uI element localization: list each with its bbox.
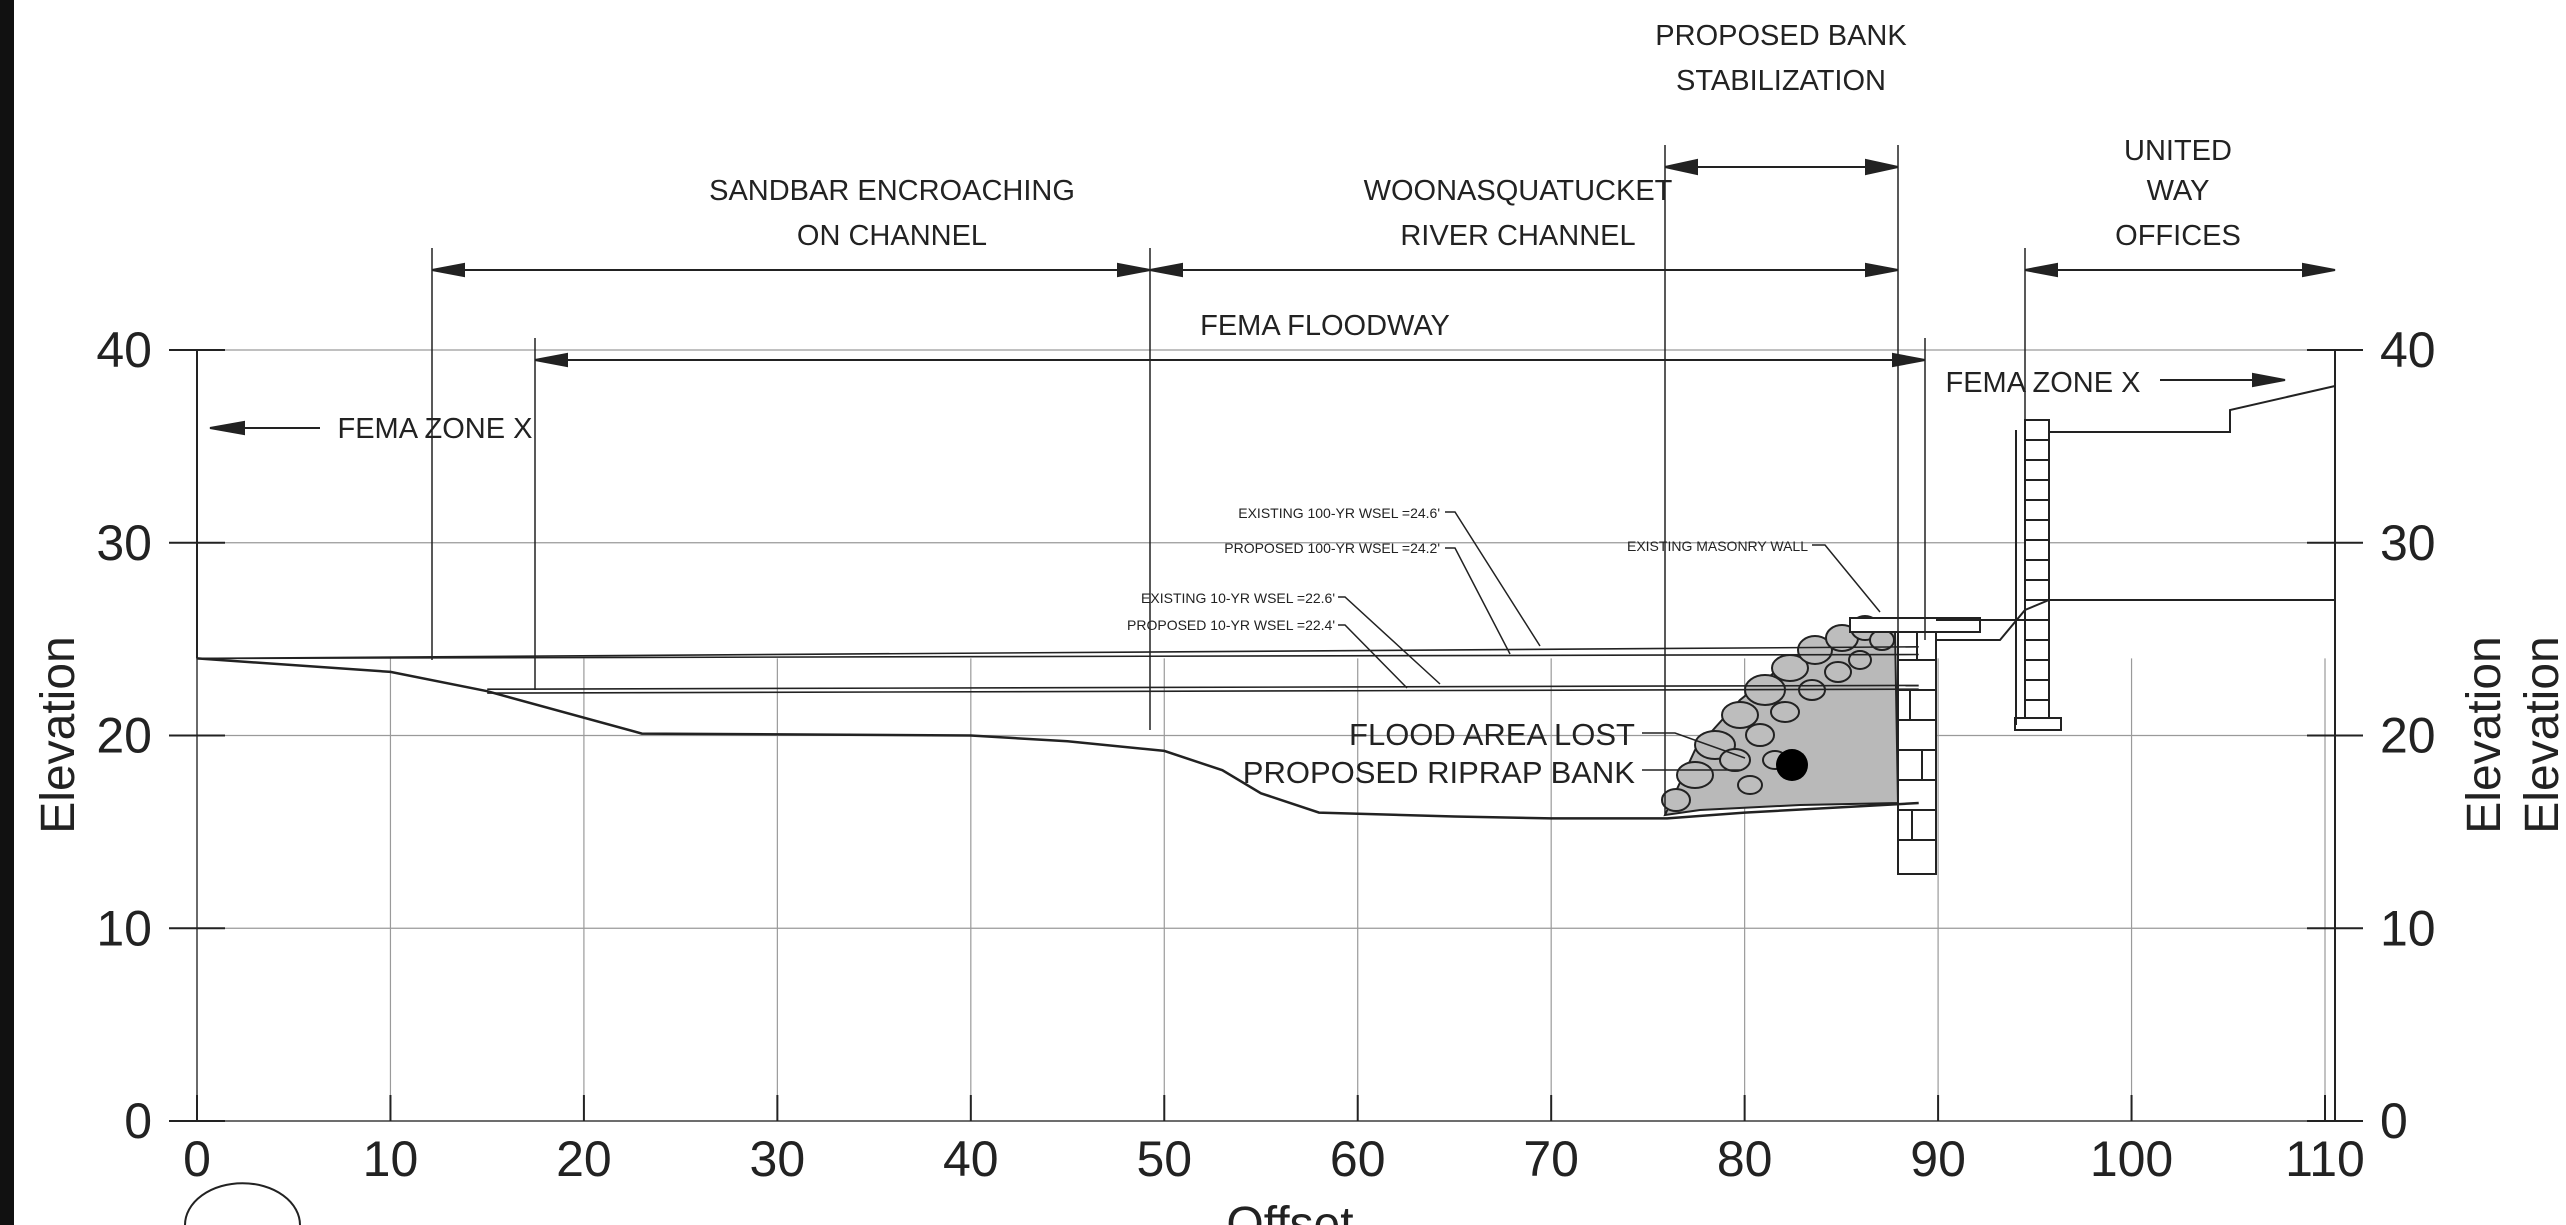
label-flood-area-lost: FLOOD AREA LOST [1349,717,1635,752]
x-tick-label-50: 50 [1136,1131,1192,1187]
x-tick-label-20: 20 [556,1131,612,1187]
ground-profile-line [196,657,1919,820]
y-tick-label-right-10: 10 [2380,900,2436,956]
section-symbol [184,1182,301,1225]
leader-lines [1338,511,1881,771]
label-wsel-10-proposed: PROPOSED 10-YR WSEL =22.4' [1127,617,1335,633]
extension-lines [431,145,2026,815]
x-tick-label-40: 40 [943,1131,999,1187]
existing-masonry-wall [1849,617,1981,875]
y-tick-label-left-40: 40 [96,322,152,378]
y-tick-label-left-0: 0 [124,1093,152,1149]
y-tick-label-left-20: 20 [96,708,152,764]
label-proposed-bank: PROPOSED BANK [1655,20,1907,52]
y-axis-title-right: Elevation [2458,636,2511,833]
x-tick-label-100: 100 [2090,1131,2173,1187]
label-masonry-wall: EXISTING MASONRY WALL [1627,538,1808,554]
riprap-stones [1661,615,1895,812]
y-tick-label-left-10: 10 [96,900,152,956]
x-tick-label-110: 110 [2285,1131,2365,1187]
dimension-lines [209,158,2336,436]
x-tick-label-70: 70 [1523,1131,1579,1187]
x-tick-label-90: 90 [1910,1131,1966,1187]
label-united: UNITED [2124,135,2232,167]
grid-lines [196,349,2335,1122]
x-axis-title: Offset [1226,1198,1353,1225]
x-tick-label-30: 30 [750,1131,806,1187]
label-on-channel: ON CHANNEL [797,220,987,252]
site-grade-lines [1936,385,2336,641]
label-fema-zone-x-left: FEMA ZONE X [338,413,533,445]
x-tick-label-0: 0 [183,1131,211,1187]
label-offices: OFFICES [2115,220,2241,252]
existing-10yr-wsel-line [487,684,1919,691]
y-tick-label-right-30: 30 [2380,515,2436,571]
label-wsel-100-proposed: PROPOSED 100-YR WSEL =24.2' [1224,540,1440,556]
label-riprap-bank: PROPOSED RIPRAP BANK [1243,755,1636,790]
label-fema-floodway: FEMA FLOODWAY [1200,310,1450,342]
y-tick-label-right-20: 20 [2380,708,2436,764]
y-tick-label-right-0: 0 [2380,1093,2408,1149]
data-series [196,646,1919,820]
sheet-border [0,0,14,1225]
label-river-channel: RIVER CHANNEL [1400,220,1635,252]
existing-100yr-wsel-line [196,646,1919,660]
y-axis-title-right-dup: Elevation [2516,636,2566,833]
y-axis-title-left: Elevation [32,636,85,833]
label-wsel-10-existing: EXISTING 10-YR WSEL =22.6' [1141,590,1335,606]
y-tick-label-left-30: 30 [96,515,152,571]
x-tick-label-10: 10 [363,1131,419,1187]
label-stabilization: STABILIZATION [1676,65,1886,97]
y-tick-label-right-40: 40 [2380,322,2436,378]
label-wsel-100-existing: EXISTING 100-YR WSEL =24.6' [1238,505,1440,521]
x-tick-label-60: 60 [1330,1131,1386,1187]
label-fema-zone-x-right: FEMA ZONE X [1946,367,2141,399]
drawing-labels: PROPOSED BANK STABILIZATION UNITED WAY O… [338,20,2241,790]
proposed-100yr-wsel-line [196,653,1919,660]
proposed-10yr-wsel-line [487,688,1919,694]
label-sandbar: SANDBAR ENCROACHING [709,175,1075,207]
x-tick-label-80: 80 [1717,1131,1773,1187]
riprap-marker-dot [1776,749,1808,781]
building-wall [2014,419,2062,731]
label-way: WAY [2147,175,2210,207]
label-woonasquatucket: WOONASQUATUCKET [1364,175,1673,207]
